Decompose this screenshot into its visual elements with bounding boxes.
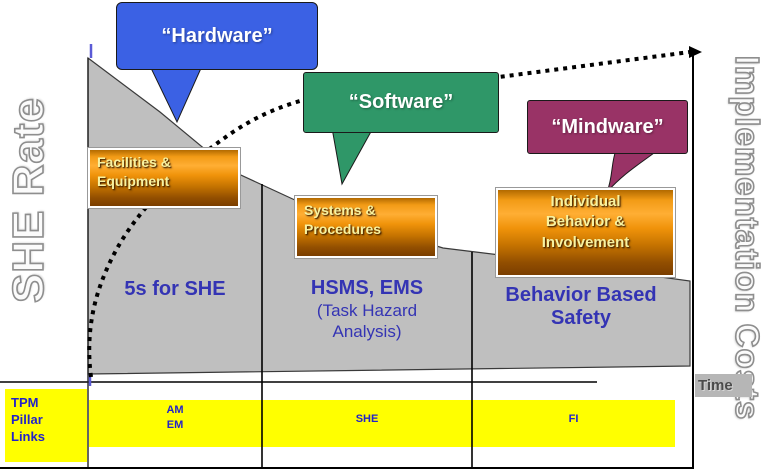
section-behavior-based-safety: Behavior Based Safety (472, 284, 690, 330)
section-hsms-ems: HSMS, EMS (Task Hazard Analysis) (262, 277, 472, 343)
facilities-line-2: Equipment (97, 172, 170, 189)
individual-behavior-box: Individual Behavior & Involvement (495, 187, 676, 278)
software-callout: “Software” (303, 72, 499, 133)
software-callout-tail (331, 127, 374, 186)
she-rate-axis-label: SHE Rate (3, 96, 54, 304)
pillar-em: EM (166, 419, 184, 431)
curve-arrowhead (689, 46, 702, 58)
section-2-title: HSMS, EMS (310, 277, 424, 299)
systems-line-2: Procedures (304, 220, 382, 237)
pillar-am: AM (166, 404, 184, 416)
section-3-line-2: Safety (550, 307, 612, 329)
facilities-equipment-box: Facilities & Equipment (87, 147, 241, 209)
pillar-cell-fi: FI (568, 413, 579, 425)
tpm-pillar-links-header: TPM Pillar Links (5, 389, 87, 462)
pillar-cell-she: SHE (355, 413, 379, 425)
section-1-title: 5s for SHE (124, 278, 226, 300)
time-axis-label: Time (695, 374, 752, 397)
systems-line-1: Systems & (304, 202, 376, 218)
facilities-line-1: Facilities & (97, 154, 171, 170)
individual-line-2: Behavior & (545, 213, 626, 231)
section-5s-for-she: 5s for SHE (88, 278, 262, 301)
pillar-cell-am-em: AM EM (88, 403, 262, 433)
individual-line-3: Involvement (541, 233, 630, 251)
tpm-line-2: Pillar (11, 412, 43, 427)
mindware-callout-tail (606, 149, 660, 193)
section-3-line-1: Behavior Based (505, 284, 657, 306)
mindware-callout-label: “Mindware” (551, 115, 664, 138)
tpm-line-1: TPM (11, 395, 39, 410)
individual-line-1: Individual (550, 193, 621, 210)
systems-procedures-box: Systems & Procedures (294, 195, 438, 259)
hardware-callout-label: “Hardware” (161, 24, 273, 47)
she-rate-area (87, 56, 691, 375)
pillar-links-band (89, 400, 675, 447)
hardware-callout: “Hardware” (116, 2, 318, 70)
tpm-line-3: Links (11, 429, 45, 444)
section-2-subtitle-2: Analysis) (332, 322, 402, 342)
section-2-subtitle-1: (Task Hazard (316, 301, 418, 320)
software-callout-label: “Software” (348, 91, 454, 113)
mindware-callout: “Mindware” (527, 100, 688, 154)
